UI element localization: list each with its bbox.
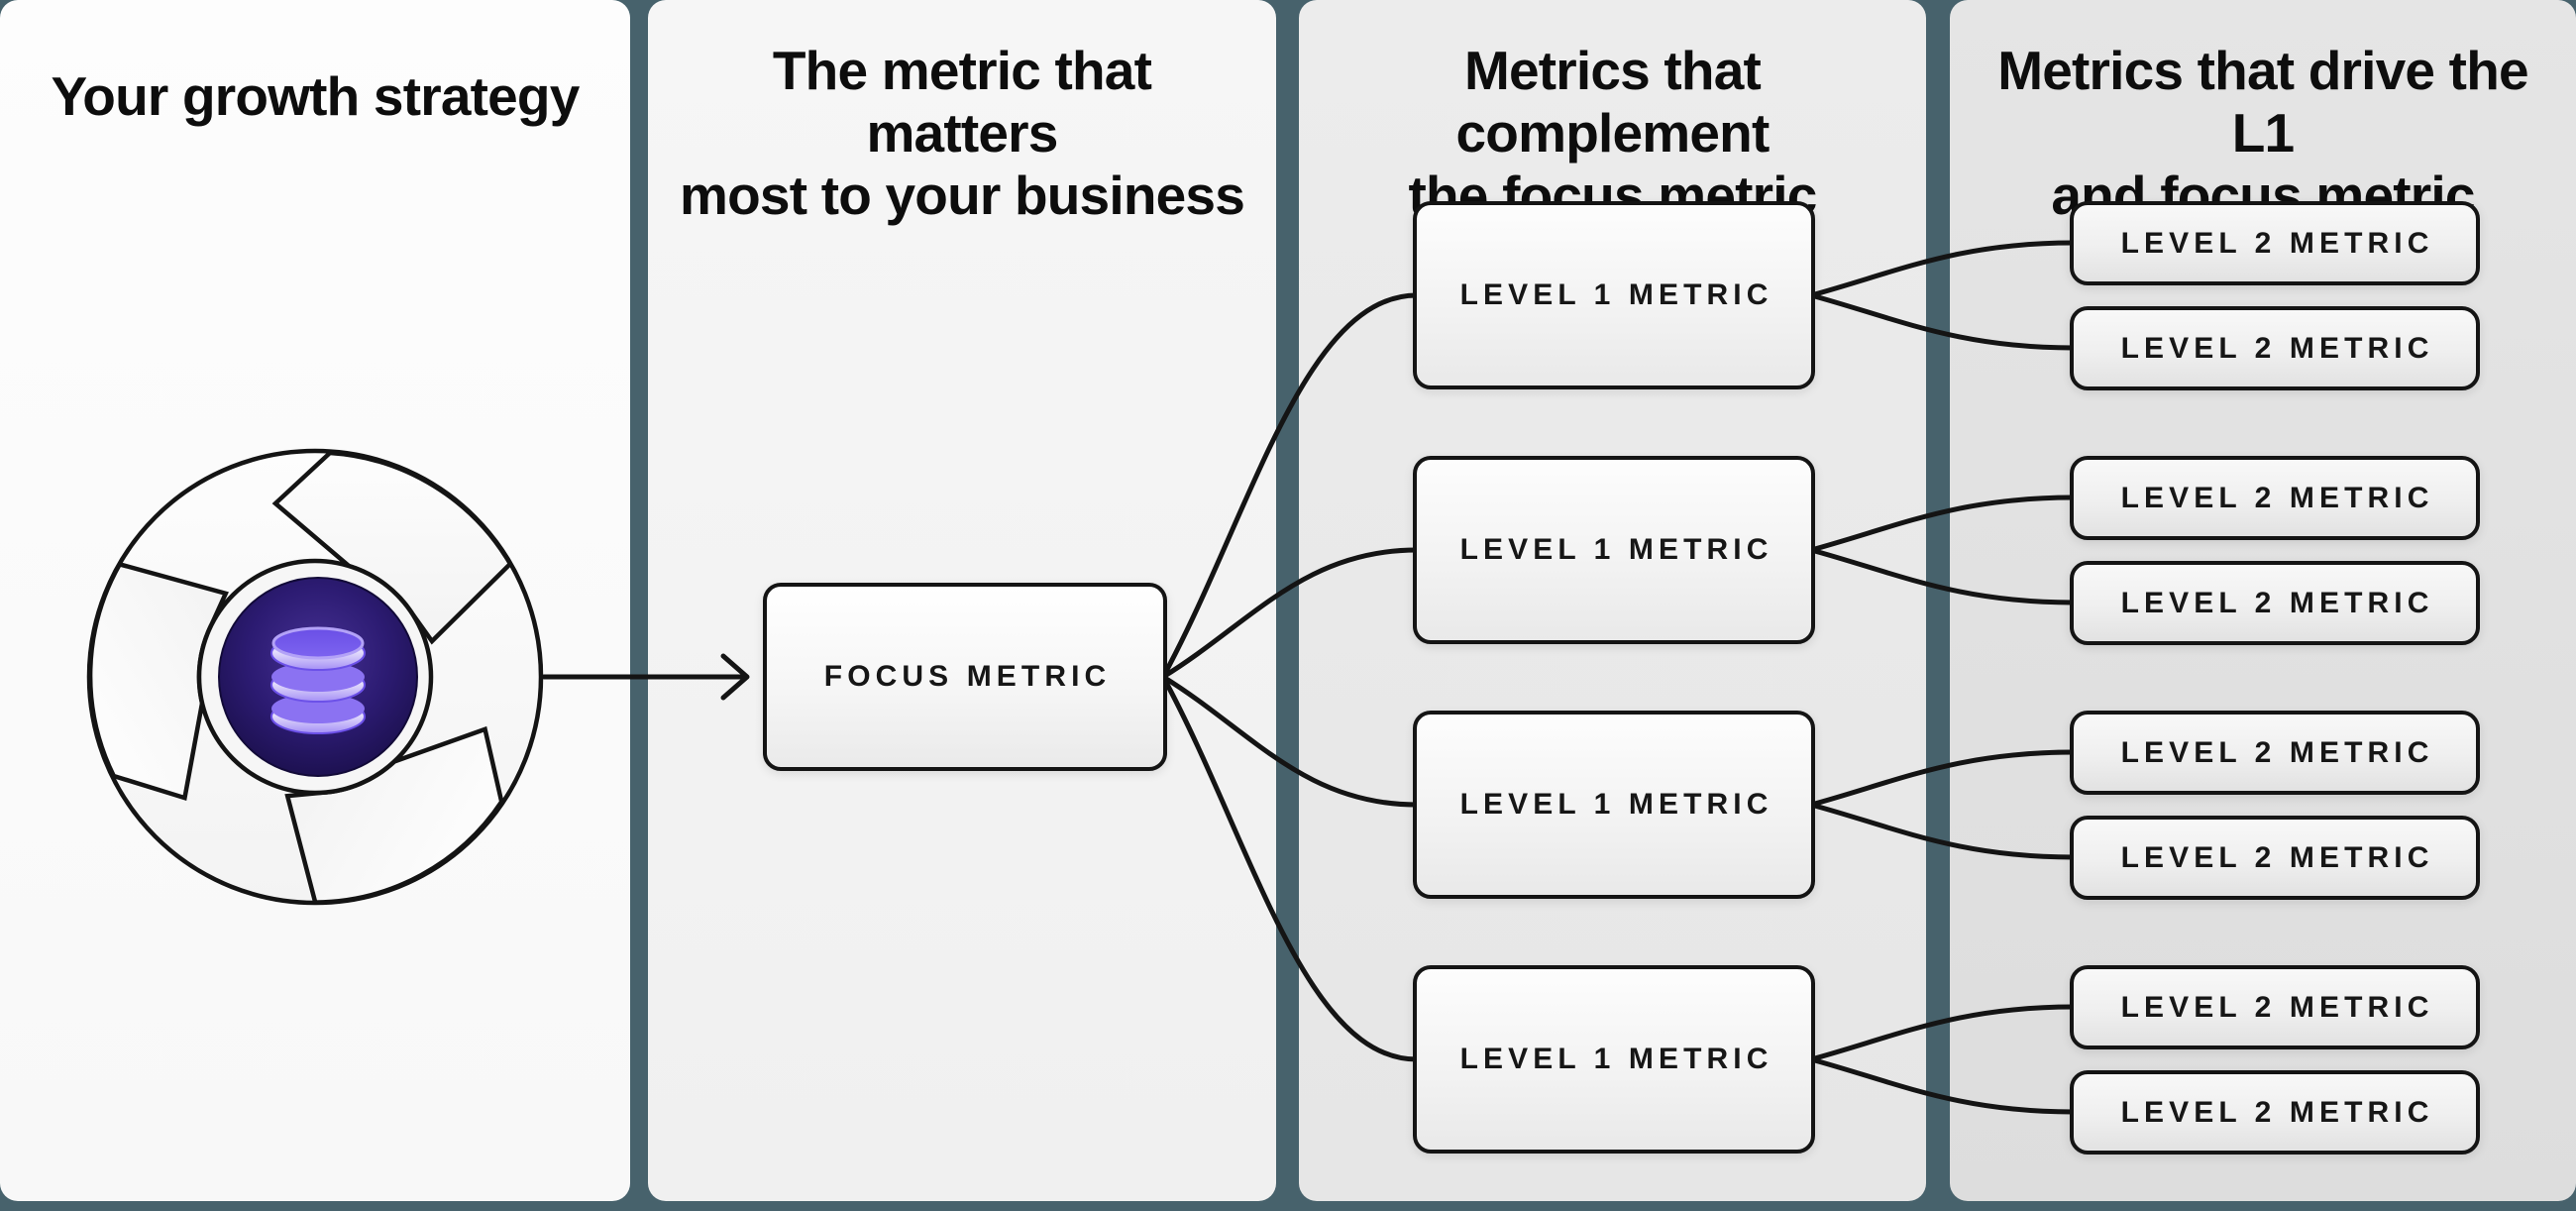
level1-metric-box: LEVEL 1 METRIC [1413, 456, 1815, 644]
connector-l1-l2-6 [1808, 802, 2077, 860]
database-disc-top [270, 626, 366, 671]
level2-metric-label: LEVEL 2 METRIC [2120, 586, 2434, 619]
level1-metric-label: LEVEL 1 METRIC [1459, 278, 1773, 311]
level2-metric-label: LEVEL 2 METRIC [2120, 331, 2434, 365]
connector-focus-l1-4 [1160, 674, 1420, 1062]
connector-l1-l2-7 [1808, 1004, 2077, 1062]
level2-metric-label: LEVEL 2 METRIC [2120, 226, 2434, 260]
connector-l1-l2-1 [1808, 240, 2077, 298]
level2-metric-label: LEVEL 2 METRIC [2120, 840, 2434, 874]
level2-metric-box: LEVEL 2 METRIC [2070, 561, 2480, 645]
panel-focus-metric: The metric that matters most to your bus… [648, 0, 1276, 1201]
focus-metric-label: FOCUS METRIC [823, 660, 1112, 693]
panel-title: Your growth strategy [0, 0, 630, 128]
panel-title-line1: The metric that matters [772, 40, 1152, 164]
level1-metric-label: LEVEL 1 METRIC [1459, 1043, 1773, 1075]
level1-metric-label: LEVEL 1 METRIC [1459, 533, 1773, 566]
flywheel-database-icon [82, 444, 548, 910]
level2-metric-box: LEVEL 2 METRIC [2070, 306, 2480, 390]
level2-metric-box: LEVEL 2 METRIC [2070, 965, 2480, 1049]
connector-focus-l1-2 [1160, 547, 1420, 680]
level1-metric-box: LEVEL 1 METRIC [1413, 201, 1815, 389]
level2-metric-label: LEVEL 2 METRIC [2120, 1095, 2434, 1129]
level2-metric-label: LEVEL 2 METRIC [2120, 990, 2434, 1024]
database-icon [270, 626, 366, 734]
panel-title-line1: Metrics that complement [1455, 40, 1771, 164]
panel-title-line1: Metrics that drive the L1 [1997, 40, 2528, 164]
connector-focus-l1-3 [1160, 674, 1420, 808]
focus-metric-box: FOCUS METRIC [763, 583, 1167, 771]
level2-metric-label: LEVEL 2 METRIC [2120, 481, 2434, 514]
level2-metric-label: LEVEL 2 METRIC [2120, 735, 2434, 769]
level2-metric-box: LEVEL 2 METRIC [2070, 816, 2480, 900]
connector-l1-l2-3 [1808, 495, 2077, 553]
level2-metric-box: LEVEL 2 METRIC [2070, 1070, 2480, 1155]
panel-title-line1: Your growth strategy [51, 65, 580, 127]
level2-metric-box: LEVEL 2 METRIC [2070, 456, 2480, 540]
connector-l1-l2-4 [1808, 547, 2077, 606]
database-disc-middle [270, 662, 366, 703]
panel-title: The metric that matters most to your bus… [648, 0, 1276, 227]
panel-title-line2: most to your business [680, 165, 1245, 226]
level1-metric-box: LEVEL 1 METRIC [1413, 711, 1815, 899]
arrowhead-icon [720, 653, 750, 701]
connector-l1-l2-2 [1808, 292, 2077, 351]
level2-metric-box: LEVEL 2 METRIC [2070, 201, 2480, 285]
level1-metric-box: LEVEL 1 METRIC [1413, 965, 1815, 1154]
connector-l1-l2-5 [1808, 749, 2077, 808]
connector-focus-l1-1 [1160, 292, 1420, 680]
connector-l1-l2-8 [1808, 1056, 2077, 1115]
level1-metric-label: LEVEL 1 METRIC [1459, 788, 1773, 821]
level2-metric-box: LEVEL 2 METRIC [2070, 711, 2480, 795]
